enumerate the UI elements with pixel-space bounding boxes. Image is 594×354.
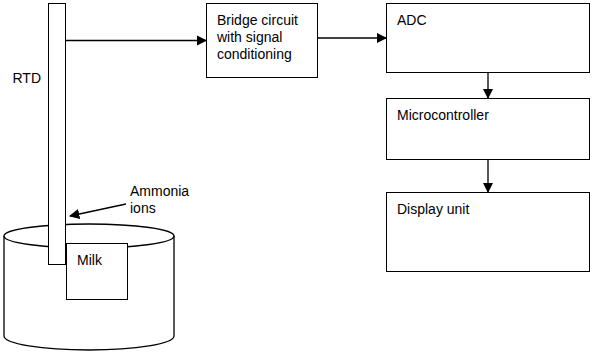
signal-arrow [318,37,386,38]
box-label: ADC [387,4,589,29]
process-box: Microcontroller [386,98,590,160]
beaker-body [4,236,174,350]
box-label: Milk [67,244,127,269]
rtd-probe: RTD [48,3,66,265]
process-box: ADC [386,3,590,73]
box-label: Microcontroller [387,99,589,124]
process-box: Bridge circuit with signal conditioning [206,3,318,78]
probe-label: RTD [12,70,41,87]
box-label: Display unit [387,193,589,218]
leader-line [70,204,126,216]
process-box: Display unit [386,192,590,272]
signal-arrow [487,73,488,98]
sample-box: Milk [66,243,128,300]
callout-label: Ammonia ions [130,183,200,217]
box-label: Bridge circuit with signal conditioning [207,4,317,63]
signal-arrow [487,160,488,192]
signal-arrow [66,40,206,41]
